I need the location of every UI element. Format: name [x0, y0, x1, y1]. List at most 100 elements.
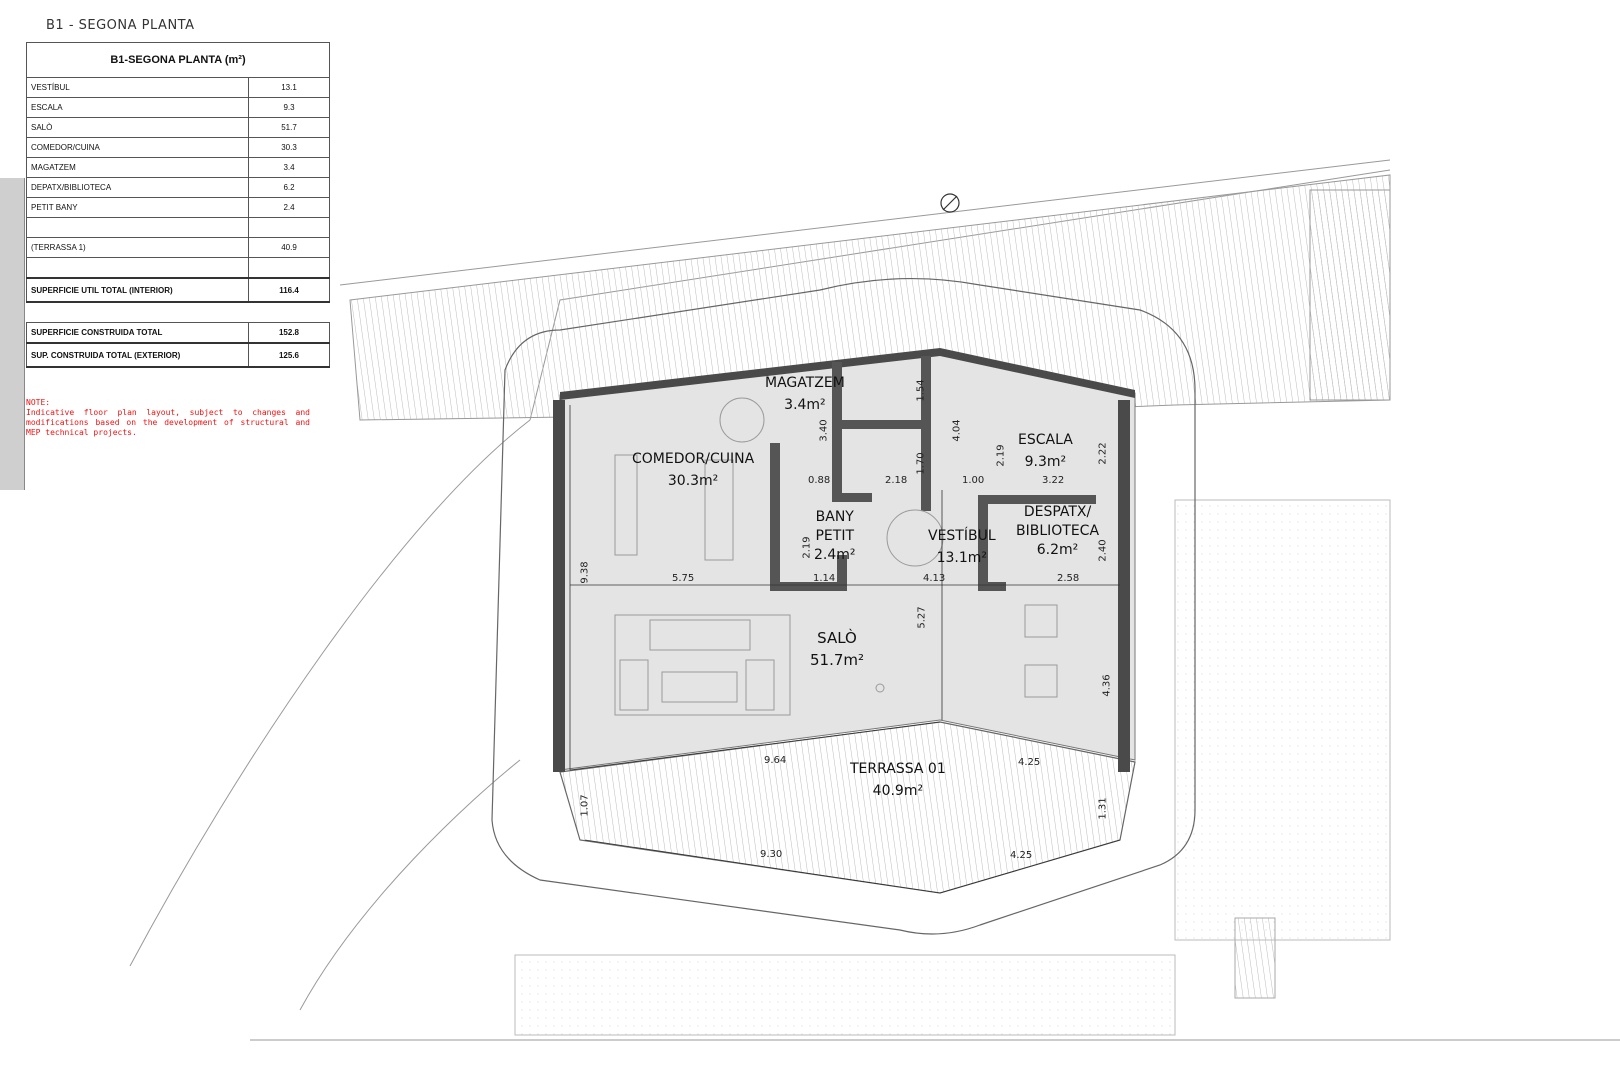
table-title: B1-SEGONA PLANTA (m²)	[26, 42, 330, 78]
room-vestibul: VESTÍBUL 13.1m²	[928, 525, 996, 569]
dim-label: 4.36	[1101, 674, 1113, 697]
room-bany-petit: BANY PETIT 2.4m²	[814, 508, 856, 565]
room-area: 51.7m²	[810, 651, 865, 669]
dim-label: 1.31	[1097, 797, 1109, 820]
dim-label: 2.18	[885, 475, 908, 486]
row-label: VESTÍBUL	[26, 77, 249, 98]
row-label: SUPERFICIE CONSTRUIDA TOTAL	[26, 322, 249, 344]
bottom-dotted-plane	[514, 954, 1176, 1036]
dim-label: 1.54	[915, 379, 927, 402]
dim-label: 4.25	[1018, 757, 1041, 768]
row-value: 40.9	[248, 237, 330, 258]
row-label: (TERRASSA 1)	[26, 237, 249, 258]
dim-label: 1.07	[579, 794, 591, 817]
dim-label: 1.14	[813, 573, 836, 584]
dim-label: 9.30	[760, 849, 783, 860]
exterior-walls	[553, 348, 1135, 772]
dim-label: 9.64	[764, 755, 787, 766]
row-value: 125.6	[248, 342, 330, 368]
row-value: 51.7	[248, 117, 330, 138]
room-area: 6.2m²	[1036, 542, 1079, 558]
dim-label: 0.88	[808, 475, 831, 486]
room-despatx: DESPATX/ BIBLIOTECA 6.2m²	[1016, 503, 1099, 560]
row-label: PETIT BANY	[26, 197, 249, 218]
table-spacer-row	[26, 301, 330, 323]
dim-label: 5.27	[916, 606, 928, 629]
room-magatzem: MAGATZEM 3.4m²	[765, 372, 845, 416]
row-value: 6.2	[248, 177, 330, 198]
note-heading: NOTE:	[26, 398, 51, 407]
terrain-hatch-band	[349, 174, 1391, 421]
room-name: TERRASSA 01	[850, 761, 946, 777]
room-name: BANY	[815, 509, 854, 525]
room-name: VESTÍBUL	[928, 528, 996, 544]
row-label: DEPATX/BIBLIOTECA	[26, 177, 249, 198]
page-title: B1 - SEGONA PLANTA	[46, 18, 195, 33]
table-spacer-row	[26, 257, 330, 279]
row-label: MAGATZEM	[26, 157, 249, 178]
room-name: MAGATZEM	[765, 375, 845, 391]
row-label: SUP. CONSTRUIDA TOTAL (EXTERIOR)	[26, 342, 249, 368]
dim-label: 2.19	[995, 444, 1007, 467]
row-value: 116.4	[248, 277, 330, 303]
row-value: 9.3	[248, 97, 330, 118]
table-header-row: B1-SEGONA PLANTA (m²)	[26, 42, 330, 78]
room-area: 13.1m²	[936, 550, 988, 566]
room-area: 2.4m²	[814, 547, 856, 563]
room-area: 30.3m²	[667, 473, 719, 489]
room-area: 9.3m²	[1024, 454, 1067, 470]
dim-label: 4.13	[923, 573, 946, 584]
row-value: 152.8	[248, 322, 330, 344]
dim-label: 1.70	[915, 452, 927, 475]
row-value: 3.4	[248, 157, 330, 178]
room-comedor-cuina: COMEDOR/CUINA 30.3m²	[632, 448, 754, 492]
dim-label: 5.75	[672, 573, 695, 584]
dim-label: 3.40	[818, 419, 830, 442]
room-name: ESCALA	[1018, 432, 1073, 448]
dim-label: 4.25	[1010, 850, 1033, 861]
row-label: ESCALA	[26, 97, 249, 118]
disclaimer-note: NOTE: Indicative floor plan layout, subj…	[26, 398, 310, 438]
row-value: 13.1	[248, 77, 330, 98]
room-terrassa: TERRASSA 01 40.9m²	[850, 758, 946, 802]
room-escala: ESCALA 9.3m²	[1018, 429, 1073, 473]
right-hatch-block	[1309, 189, 1391, 401]
adjacent-building-strip	[0, 178, 25, 490]
dim-label: 9.38	[579, 561, 591, 584]
furniture	[614, 397, 1058, 716]
dim-label: 4.04	[951, 419, 963, 442]
table-row-terrace: (TERRASSA 1)40.9	[26, 237, 330, 258]
interior-walls	[770, 356, 1096, 591]
dim-label: 2.40	[1097, 539, 1109, 562]
dim-label: 3.22	[1042, 475, 1065, 486]
dim-label: 2.19	[801, 536, 813, 559]
room-area: 40.9m²	[872, 783, 924, 799]
dim-label: 2.22	[1097, 442, 1109, 465]
room-salo: SALÒ 51.7m²	[810, 627, 864, 671]
room-name-2: BIBLIOTECA	[1016, 523, 1100, 539]
dim-label: 2.58	[1057, 573, 1080, 584]
table-spacer-row	[26, 217, 330, 238]
room-area: 3.4m²	[784, 397, 826, 413]
row-label: SALÒ	[26, 117, 249, 138]
dimension-lines	[569, 405, 1121, 894]
table-row-built-ext: SUP. CONSTRUIDA TOTAL (EXTERIOR)125.6	[26, 342, 330, 368]
dim-label: 1.00	[962, 475, 985, 486]
right-dotted-plane	[1174, 499, 1391, 941]
row-value: 30.3	[248, 137, 330, 158]
table-row-util-total: SUPERFICIE UTIL TOTAL (INTERIOR)116.4	[26, 277, 330, 303]
bottom-stair	[1234, 917, 1276, 999]
row-label: SUPERFICIE UTIL TOTAL (INTERIOR)	[26, 277, 249, 303]
room-name-2: PETIT	[815, 528, 855, 544]
note-text: Indicative floor plan layout, subject to…	[26, 408, 310, 437]
